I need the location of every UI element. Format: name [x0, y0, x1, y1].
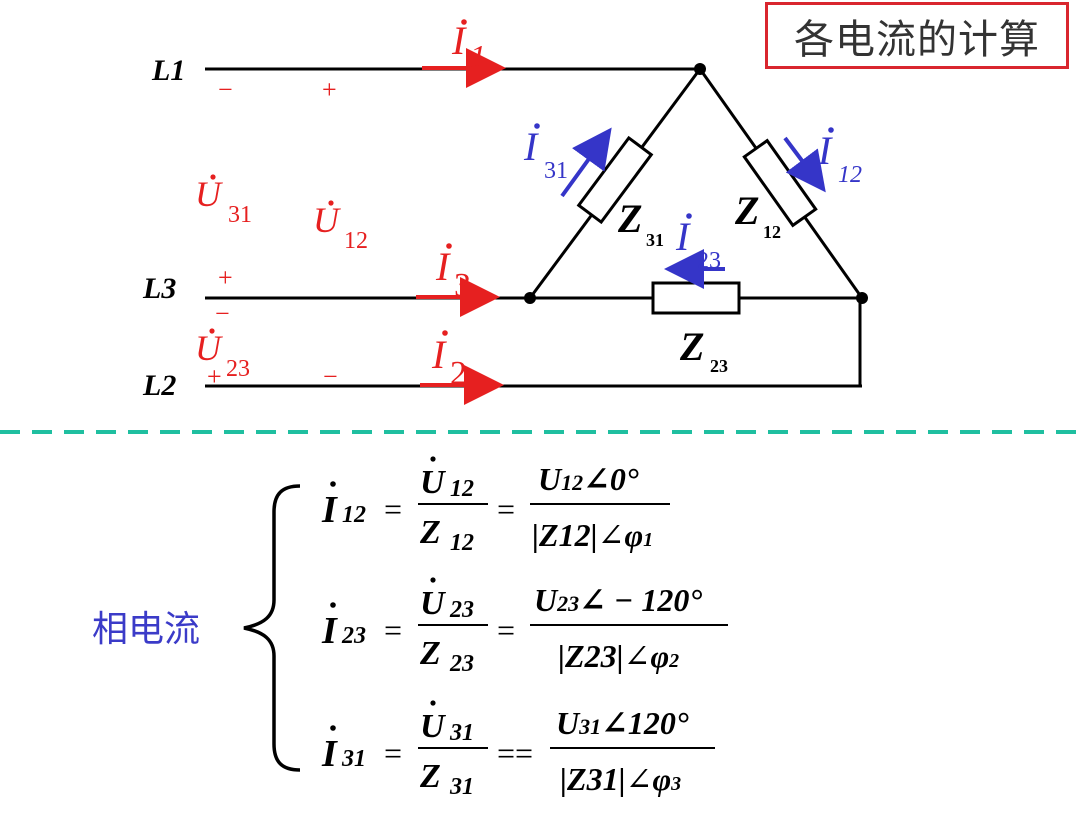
label-i3: I 3	[435, 243, 471, 304]
label-i1: I 1	[451, 18, 486, 74]
node-left	[524, 292, 536, 304]
sign-l3-plus: +	[218, 263, 233, 292]
sign-l2-minus: −	[323, 362, 338, 391]
r-num-1: U12∠0°	[538, 461, 639, 497]
arrow-i12	[783, 136, 826, 193]
svg-text:U: U	[420, 585, 447, 622]
svg-text:12: 12	[344, 228, 368, 254]
phase-current-label: 相电流	[92, 609, 201, 650]
formula-row-2: I 23 = U 23 Z 23 = U23∠ − 120° |Z23|∠φ2	[321, 577, 728, 677]
svg-text:2: 2	[450, 355, 467, 392]
svg-text:I: I	[431, 332, 447, 377]
svg-text:31: 31	[449, 720, 474, 746]
svg-text:31: 31	[544, 158, 568, 184]
label-l3: L3	[142, 272, 176, 305]
svg-text:31: 31	[646, 230, 664, 250]
svg-text:=: =	[384, 491, 402, 527]
label-i23: I 23	[675, 213, 721, 274]
svg-text:I: I	[523, 124, 539, 169]
label-z12: Z 12	[734, 188, 781, 242]
svg-text:Z: Z	[617, 196, 642, 241]
impedance-z23-box	[651, 281, 741, 315]
node-right	[856, 292, 868, 304]
svg-text:1: 1	[470, 38, 486, 74]
svg-text:23: 23	[449, 651, 474, 677]
curly-brace	[243, 484, 301, 772]
label-l2: L2	[142, 369, 176, 402]
formula-row-1: I 12 = U 12 Z 12 = U12∠0° |Z12|∠φ1	[321, 456, 670, 556]
svg-text:31: 31	[341, 746, 366, 772]
svg-text:I: I	[321, 489, 338, 531]
slide-title: 各电流的计算	[765, 2, 1069, 69]
label-l1: L1	[151, 54, 185, 87]
svg-text:Z: Z	[419, 514, 441, 551]
svg-text:Z: Z	[734, 188, 759, 233]
svg-text:Z: Z	[419, 635, 441, 672]
node-top	[694, 63, 706, 75]
svg-text:12: 12	[838, 162, 862, 188]
svg-text:Z: Z	[419, 758, 441, 795]
label-u23: U 23	[195, 328, 250, 382]
svg-text:U: U	[313, 200, 341, 240]
svg-text:I: I	[451, 18, 467, 63]
sign-l3-minus: −	[215, 299, 230, 328]
svg-text:=: =	[384, 612, 402, 648]
r-num-3: U31∠120°	[556, 705, 689, 741]
sign-l1-plus: +	[322, 75, 337, 104]
svg-text:I: I	[817, 128, 833, 173]
svg-text:23: 23	[341, 623, 366, 649]
svg-text:23: 23	[710, 356, 728, 376]
svg-text:3: 3	[454, 267, 471, 304]
svg-text:U: U	[420, 708, 447, 745]
sign-l2-plus: +	[207, 362, 222, 391]
svg-text:U: U	[195, 328, 223, 368]
arrow-i31	[560, 127, 612, 198]
svg-text:12: 12	[450, 476, 474, 502]
sign-l1-minus: −	[218, 75, 233, 104]
r-num-2: U23∠ − 120°	[534, 582, 702, 618]
svg-text:23: 23	[226, 356, 250, 382]
svg-text:23: 23	[449, 597, 474, 623]
label-z31: Z 31	[617, 196, 664, 250]
impedance-z31-box	[576, 135, 654, 225]
svg-text:12: 12	[342, 502, 366, 528]
svg-text:12: 12	[450, 530, 474, 556]
svg-text:I: I	[675, 214, 691, 259]
svg-text:31: 31	[228, 202, 252, 228]
svg-text:U: U	[420, 464, 447, 501]
r-den-2: |Z23|∠φ2	[558, 638, 679, 674]
svg-text:U: U	[195, 174, 223, 214]
svg-text:23: 23	[697, 248, 721, 274]
formula-row-3: I 31 = U 31 Z 31 == U31∠120° |Z31|∠φ3	[321, 700, 715, 800]
label-i2: I 2	[431, 330, 467, 392]
svg-text:=: =	[497, 491, 515, 527]
svg-text:I: I	[435, 244, 451, 289]
svg-text:==: ==	[497, 735, 533, 771]
svg-text:I: I	[321, 733, 338, 775]
r-den-1: |Z12|∠φ1	[532, 517, 653, 553]
svg-text:Z: Z	[679, 324, 704, 369]
svg-text:I: I	[321, 610, 338, 652]
label-z23: Z 23	[679, 324, 728, 376]
r-den-3: |Z31|∠φ3	[560, 761, 681, 797]
label-u12: U 12	[313, 200, 368, 254]
svg-text:12: 12	[763, 222, 781, 242]
label-i31: I 31	[523, 123, 568, 184]
svg-text:=: =	[497, 612, 515, 648]
svg-text:31: 31	[449, 774, 474, 800]
svg-text:=: =	[384, 735, 402, 771]
label-u31: U 31	[195, 174, 252, 228]
label-i12: I 12	[817, 127, 862, 188]
